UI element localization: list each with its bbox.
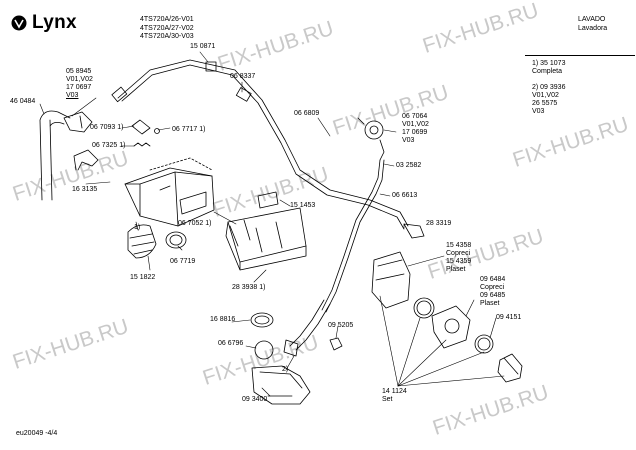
part-label-line: V03 [402, 137, 415, 144]
part-label-line: V01,V02 [66, 76, 93, 83]
note-marker: 2) [282, 366, 289, 373]
part-label: 06 8337 [230, 73, 256, 80]
legend-line: 1) 35 1073 [532, 60, 566, 67]
part-label: 15 4358 Copreci 15 4359 Plaset [446, 242, 471, 274]
part-label-line: 14 1124 [382, 388, 407, 395]
hose-clamp-ring [250, 312, 274, 328]
part-label: 06 7717 1) [172, 126, 206, 133]
part-label: 28 3938 1) [232, 284, 266, 291]
filter-cap [497, 353, 523, 383]
clip-ring [154, 128, 160, 134]
page-code: eu20049 -4/4 [16, 430, 58, 437]
drain-clamp [283, 339, 299, 357]
part-label-line: 05 8945 [66, 68, 92, 75]
section-subname: Lavadora [578, 24, 608, 32]
part-label: 15 1453 [290, 202, 316, 209]
pump-body [431, 305, 471, 349]
small-fitting [329, 337, 343, 351]
part-label: 06 6809 [294, 110, 320, 117]
legend-line: 2) 09 3936 [532, 84, 566, 91]
legend-line: Completa [532, 68, 562, 75]
drain-hose [289, 299, 331, 351]
part-label-line: Plaset [480, 300, 500, 307]
hose-clamp [235, 87, 252, 102]
legend-note-2: 2) 09 3936 V01,V02 26 5575 V03 [532, 84, 565, 116]
section-name: LAVADO [578, 16, 606, 23]
lynx-logo-mark [11, 15, 27, 31]
part-label-line: V01,V02 [402, 121, 429, 128]
part-label-line: 15 4358 [446, 242, 472, 249]
part-label: 28 3319 [426, 220, 452, 227]
part-label: 16 3135 [72, 186, 98, 193]
supply-hose [117, 59, 409, 227]
pressure-switch [364, 120, 384, 140]
part-label-line: 17 0697 [66, 84, 92, 91]
hose-clamp [205, 61, 217, 72]
part-label: 06 6613 [392, 192, 418, 199]
outlet-hose [251, 365, 311, 405]
pump-motor [371, 251, 411, 309]
outlet-ball [254, 340, 274, 360]
part-label: 46 0484 [10, 98, 36, 105]
pressure-tube [321, 159, 381, 311]
inlet-valve [63, 111, 93, 133]
part-label: 14 1124 Set [382, 388, 407, 404]
part-label-line: V03 [66, 92, 79, 99]
part-label: 06 7052 1) [178, 220, 212, 227]
part-label-line: 15 4359 [446, 258, 472, 265]
part-label: 05 8945 V01,V02 17 0697 V03 [66, 68, 93, 100]
bellows-hose [127, 224, 157, 259]
pump-ring [413, 297, 435, 319]
legend-line: V03 [532, 108, 545, 115]
note-marker: 1) [134, 224, 141, 231]
hose-ring [165, 231, 187, 249]
hose-end [403, 223, 425, 239]
brand-name: Lynx [32, 12, 77, 33]
drawer-insert [257, 191, 279, 209]
part-label: 09 3400 [242, 396, 268, 403]
part-label: 06 7064 V01,V02 17 0699 V03 [402, 113, 429, 145]
part-label-line: Copreci [480, 284, 505, 291]
legend-line: V01,V02 [532, 92, 559, 99]
part-label-line: Plaset [446, 266, 466, 273]
section-title: LAVADO Lavadora [578, 16, 607, 33]
part-label: 06 7325 1) [92, 142, 126, 149]
clip [131, 119, 151, 135]
dispenser-lid [149, 157, 213, 171]
brand-logo: Lynx [12, 12, 77, 34]
part-label: 06 6796 [218, 340, 244, 347]
part-label-line: Copreci [446, 250, 471, 257]
part-label: 09 4151 [496, 314, 522, 321]
part-label-line: 06 7064 [402, 113, 428, 120]
part-label: 09 5205 [328, 322, 354, 329]
valve-stem [73, 149, 99, 171]
part-label: 16 8816 [210, 316, 236, 323]
supply-hose-inner [121, 64, 405, 230]
part-label-line: 17 0699 [402, 129, 428, 136]
part-label: 09 6484 Copreci 09 6485 Plaset [480, 276, 505, 308]
part-label: 03 2582 [396, 162, 422, 169]
part-label: 15 1822 [130, 274, 156, 281]
model-number: 4TS720A/26-V01 [140, 16, 194, 23]
part-label: 06 7719 [170, 258, 196, 265]
inlet-elbow [39, 110, 71, 201]
spring-clip [133, 142, 151, 147]
part-label: 06 7093 1) [90, 124, 124, 131]
model-number: 4TS720A/27-V02 [140, 24, 194, 32]
dispenser-housing [124, 167, 215, 227]
model-list: 4TS720A/26-V01 4TS720A/27-V02 4TS720A/30… [140, 16, 194, 42]
hose-clamp [111, 86, 128, 103]
part-label-line: 09 6484 [480, 276, 506, 283]
part-label: 15 0871 [190, 43, 216, 50]
legend-line: 26 5575 [532, 100, 558, 107]
detergent-drawer [227, 207, 307, 263]
legend-note-1: 1) 35 1073 Completa [532, 60, 565, 76]
model-number: 4TS720A/30-V03 [140, 33, 194, 40]
part-label-line: 09 6485 [480, 292, 506, 299]
legend-divider [525, 55, 635, 56]
seal-ring [474, 334, 494, 354]
part-label-line: Set [382, 396, 393, 403]
